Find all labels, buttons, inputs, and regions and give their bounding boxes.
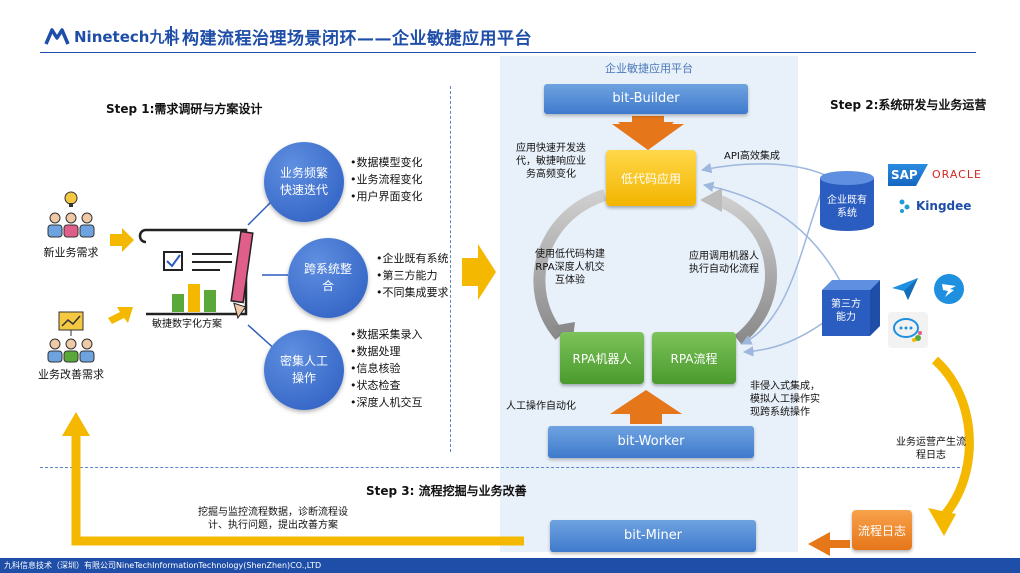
divider-step1 <box>450 86 451 452</box>
bullet-item: •状态检查 <box>350 379 401 392</box>
dingtalk-app-icon <box>934 274 964 304</box>
cube-icon <box>822 280 880 336</box>
circle-text-line: 合 <box>321 279 334 293</box>
note-line: 务高频变化 <box>526 169 576 180</box>
circle-text-line: 业务频繁 <box>279 166 328 181</box>
note-line: 挖掘与监控流程数据，诊断流程设 <box>198 507 348 518</box>
circle-intensive-manual: 密集人工操作 <box>264 330 344 410</box>
sap-logo: SAP <box>888 164 928 186</box>
bit-builder-box[interactable]: bit-Builder <box>544 84 748 114</box>
bullet-item: •数据模型变化 <box>350 156 423 169</box>
circle-text-line: 快速迭代 <box>279 183 328 197</box>
improve-demand-group: 业务改善需求 <box>26 310 116 381</box>
circle-frequent-iteration: 业务频繁快速迭代 <box>264 142 344 222</box>
note-line: 计、执行问题，提出改善方案 <box>208 520 338 531</box>
circle-text-line: 密集人工 <box>279 354 328 369</box>
note-fast-dev: 应用快速开发迭 代，敏捷响应业 务高频变化 <box>510 142 592 181</box>
note-line: 代，敏捷响应业 <box>516 156 586 167</box>
rpa-robot-box[interactable]: RPA机器人 <box>560 332 644 384</box>
sap-text: SAP <box>891 168 918 182</box>
step1-title: Step 1:需求调研与方案设计 <box>106 102 263 116</box>
note-line: RPA深度人机交 <box>535 262 605 273</box>
bullets-intensive-manual: •数据采集录入 •数据处理 •信息核验 •状态检查 •深度人机交互 <box>350 326 423 411</box>
bullet-item: •不同集成要求 <box>376 286 449 299</box>
api-integration-label: API高效集成 <box>724 151 780 162</box>
logo-text: Ninetech九科 <box>74 28 180 46</box>
note-manual-automation: 人工操作自动化 <box>506 401 576 412</box>
platform-label: 企业敏捷应用平台 <box>605 62 693 75</box>
bullet-item: •用户界面变化 <box>350 190 423 203</box>
existing-system-label: 企业既有 系统 <box>818 194 876 220</box>
database-icon <box>820 171 874 231</box>
paper-plane-app-icon <box>890 276 920 302</box>
team-idea-icon <box>47 191 95 238</box>
note-line: 执行自动化流程 <box>689 264 759 275</box>
existing-system: 企业既有 系统 <box>818 170 876 232</box>
blueprint-icon <box>138 228 254 320</box>
step3-title: Step 3: 流程挖掘与业务改善 <box>366 484 527 498</box>
note-app-call: 应用调用机器人 执行自动化流程 <box>684 250 764 276</box>
kingdee-text: Kingdee <box>916 199 972 213</box>
label-line: 企业既有 <box>827 195 867 206</box>
circle-text-line: 跨系统整 <box>303 262 352 277</box>
bullet-item: •深度人机交互 <box>350 396 423 409</box>
divider-step3 <box>40 467 970 468</box>
bullet-item: •信息核验 <box>350 362 401 375</box>
rpa-flow-box[interactable]: RPA流程 <box>652 332 736 384</box>
bullet-item: •业务流程变化 <box>350 173 423 186</box>
circle-text-line: 操作 <box>291 371 316 385</box>
note-lowcode-build: 使用低代码构建 RPA深度人机交 互体验 <box>530 248 610 287</box>
non-invasive-note: 非侵入式集成， 模拟人工操作实 现跨系统操作 <box>750 380 820 419</box>
agile-plan-label: 敏捷数字化方案 <box>152 319 222 330</box>
third-party-capability: 第三方 能力 <box>818 276 884 338</box>
new-demand-label: 新业务需求 <box>43 246 99 259</box>
bullets-cross-system: •企业既有系统 •第三方能力 •不同集成要求 <box>376 250 449 301</box>
bullet-item: •数据采集录入 <box>350 328 423 341</box>
title-separator <box>170 26 172 46</box>
note-line: 程日志 <box>916 450 946 461</box>
improve-demand-label: 业务改善需求 <box>38 368 104 381</box>
bullet-item: •第三方能力 <box>376 269 438 282</box>
flow-log-box[interactable]: 流程日志 <box>852 510 912 550</box>
miner-note: 挖掘与监控流程数据，诊断流程设 计、执行问题，提出改善方案 <box>198 506 348 532</box>
label-line: 第三方 <box>831 299 861 310</box>
note-line: 应用快速开发迭 <box>516 143 586 154</box>
step2-title: Step 2:系统研发与业务运营 <box>830 98 987 112</box>
note-line: 应用调用机器人 <box>689 251 759 262</box>
note-line: 现跨系统操作 <box>750 407 810 418</box>
ops-log-note: 业务运营产生流 程日志 <box>896 436 966 462</box>
chat-app-icon <box>888 312 928 348</box>
circle-cross-system: 跨系统整合 <box>288 238 368 318</box>
note-line: 非侵入式集成， <box>750 381 820 392</box>
kingdee-logo: Kingdee <box>898 198 971 214</box>
note-line: 模拟人工操作实 <box>750 394 820 405</box>
agile-plan-illustration: 敏捷数字化方案 <box>136 222 266 332</box>
low-code-app-box[interactable]: 低代码应用 <box>606 150 696 206</box>
label-line: 系统 <box>837 208 857 219</box>
bullet-item: •企业既有系统 <box>376 252 449 265</box>
bullets-frequent-iteration: •数据模型变化 •业务流程变化 •用户界面变化 <box>350 154 423 205</box>
footer-company: 九科信息技术（深圳）有限公司NineTechInformationTechnol… <box>4 561 322 570</box>
label-line: 能力 <box>836 312 856 323</box>
note-line: 业务运营产生流 <box>896 437 966 448</box>
bit-miner-box[interactable]: bit-Miner <box>550 520 756 552</box>
kingdee-dots-icon <box>899 199 910 213</box>
team-chart-icon <box>47 311 95 363</box>
new-demand-group: 新业务需求 <box>36 190 106 259</box>
title-underline <box>40 52 976 53</box>
logo: Ninetech九科 <box>44 26 179 47</box>
note-line: 互体验 <box>555 275 585 286</box>
third-party-label: 第三方 能力 <box>822 298 870 324</box>
ninetech-logo-icon <box>44 27 70 45</box>
footer-bar <box>0 558 1020 573</box>
page-title: 构建流程治理场景闭环——企业敏捷应用平台 <box>182 29 532 49</box>
bullet-item: •数据处理 <box>350 345 401 358</box>
bit-worker-box[interactable]: bit-Worker <box>548 426 754 458</box>
oracle-logo: ORACLE <box>932 168 982 181</box>
note-line: 使用低代码构建 <box>535 249 605 260</box>
